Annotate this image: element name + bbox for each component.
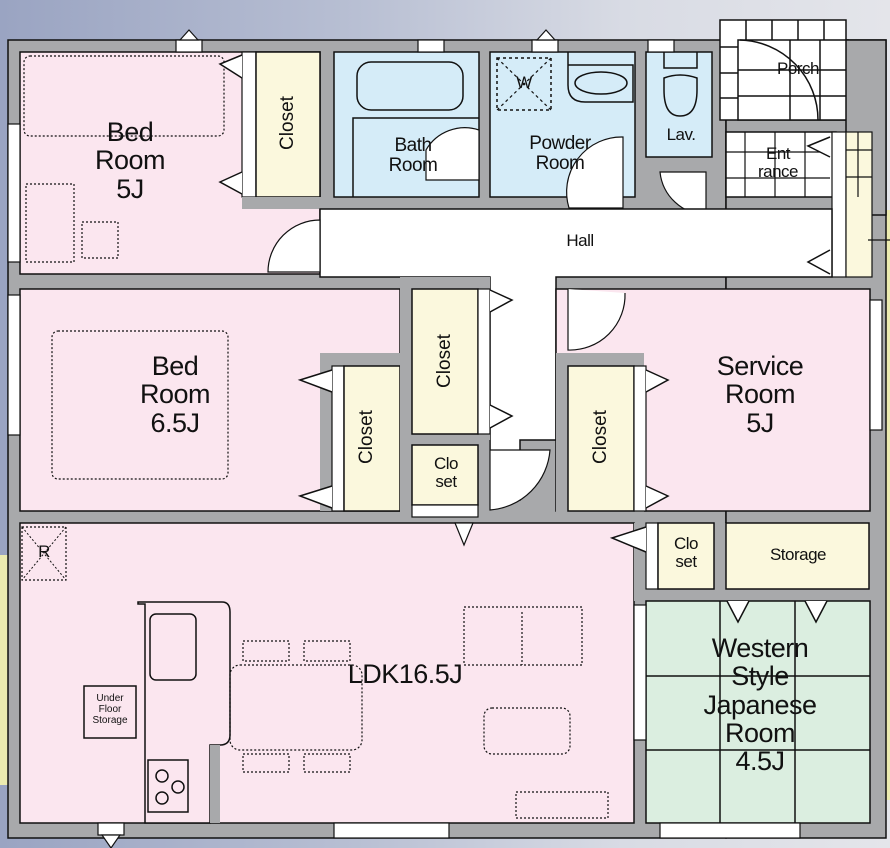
fridge-space <box>21 526 67 581</box>
room-label-entrance: Ent rance <box>757 144 799 181</box>
storage-label: Storage <box>769 545 827 564</box>
room-label-lav: Lav. <box>666 125 696 144</box>
room-label-japanese-room: Western Style Japanese Room 4.5J <box>703 633 817 777</box>
closet-door-markers <box>218 54 831 624</box>
washer-label: W <box>516 73 532 92</box>
closet-label-hall: Closet <box>434 334 455 388</box>
room-label-bedroom-1: Bed Room 5J <box>94 117 166 204</box>
closet-label-service: Closet <box>590 410 611 464</box>
ldk-floor <box>19 522 635 824</box>
storage-floor <box>725 522 870 590</box>
under-floor-storage-label: Under Floor Storage <box>92 693 128 726</box>
closet-hall-floor <box>411 288 479 435</box>
sink <box>574 71 628 95</box>
vents <box>97 29 675 848</box>
room-label-service-room: Service Room 5J <box>716 351 804 438</box>
room-label-bedroom-2: Bed Room 6.5J <box>139 351 211 438</box>
closet-label-small-ldk: Clo set <box>673 534 699 571</box>
room-label-ldk: LDK16.5J <box>347 659 463 689</box>
background-accent-left <box>0 555 10 785</box>
closet-label-small-hall: Clo set <box>433 454 459 491</box>
shoe-closet <box>845 131 873 278</box>
lav-floor <box>645 51 713 158</box>
washer-space <box>496 57 552 111</box>
japanese-room-floor <box>645 600 871 824</box>
windows <box>7 123 883 839</box>
bathtub <box>356 61 464 111</box>
room-label-bath-room: Bath Room <box>388 135 438 176</box>
closet-bed2-floor <box>343 365 401 512</box>
room-label-hall: Hall <box>566 231 594 250</box>
closet-label-bed2: Closet <box>356 410 377 464</box>
stove <box>147 759 189 813</box>
room-label-powder-room: Powder Room <box>529 133 591 174</box>
toilet <box>663 74 698 117</box>
room-label-porch: Porch <box>777 59 819 78</box>
closet-service-floor <box>567 365 635 512</box>
closet-small-ldk-floor <box>657 522 715 590</box>
under-floor-storage-hatch <box>83 685 137 739</box>
closet-bed1-floor <box>255 51 321 198</box>
kitchen-sink <box>149 613 197 681</box>
fridge-label: R <box>38 542 50 561</box>
closet-label-bed1: Closet <box>277 96 298 150</box>
furniture-outlines <box>23 55 654 819</box>
